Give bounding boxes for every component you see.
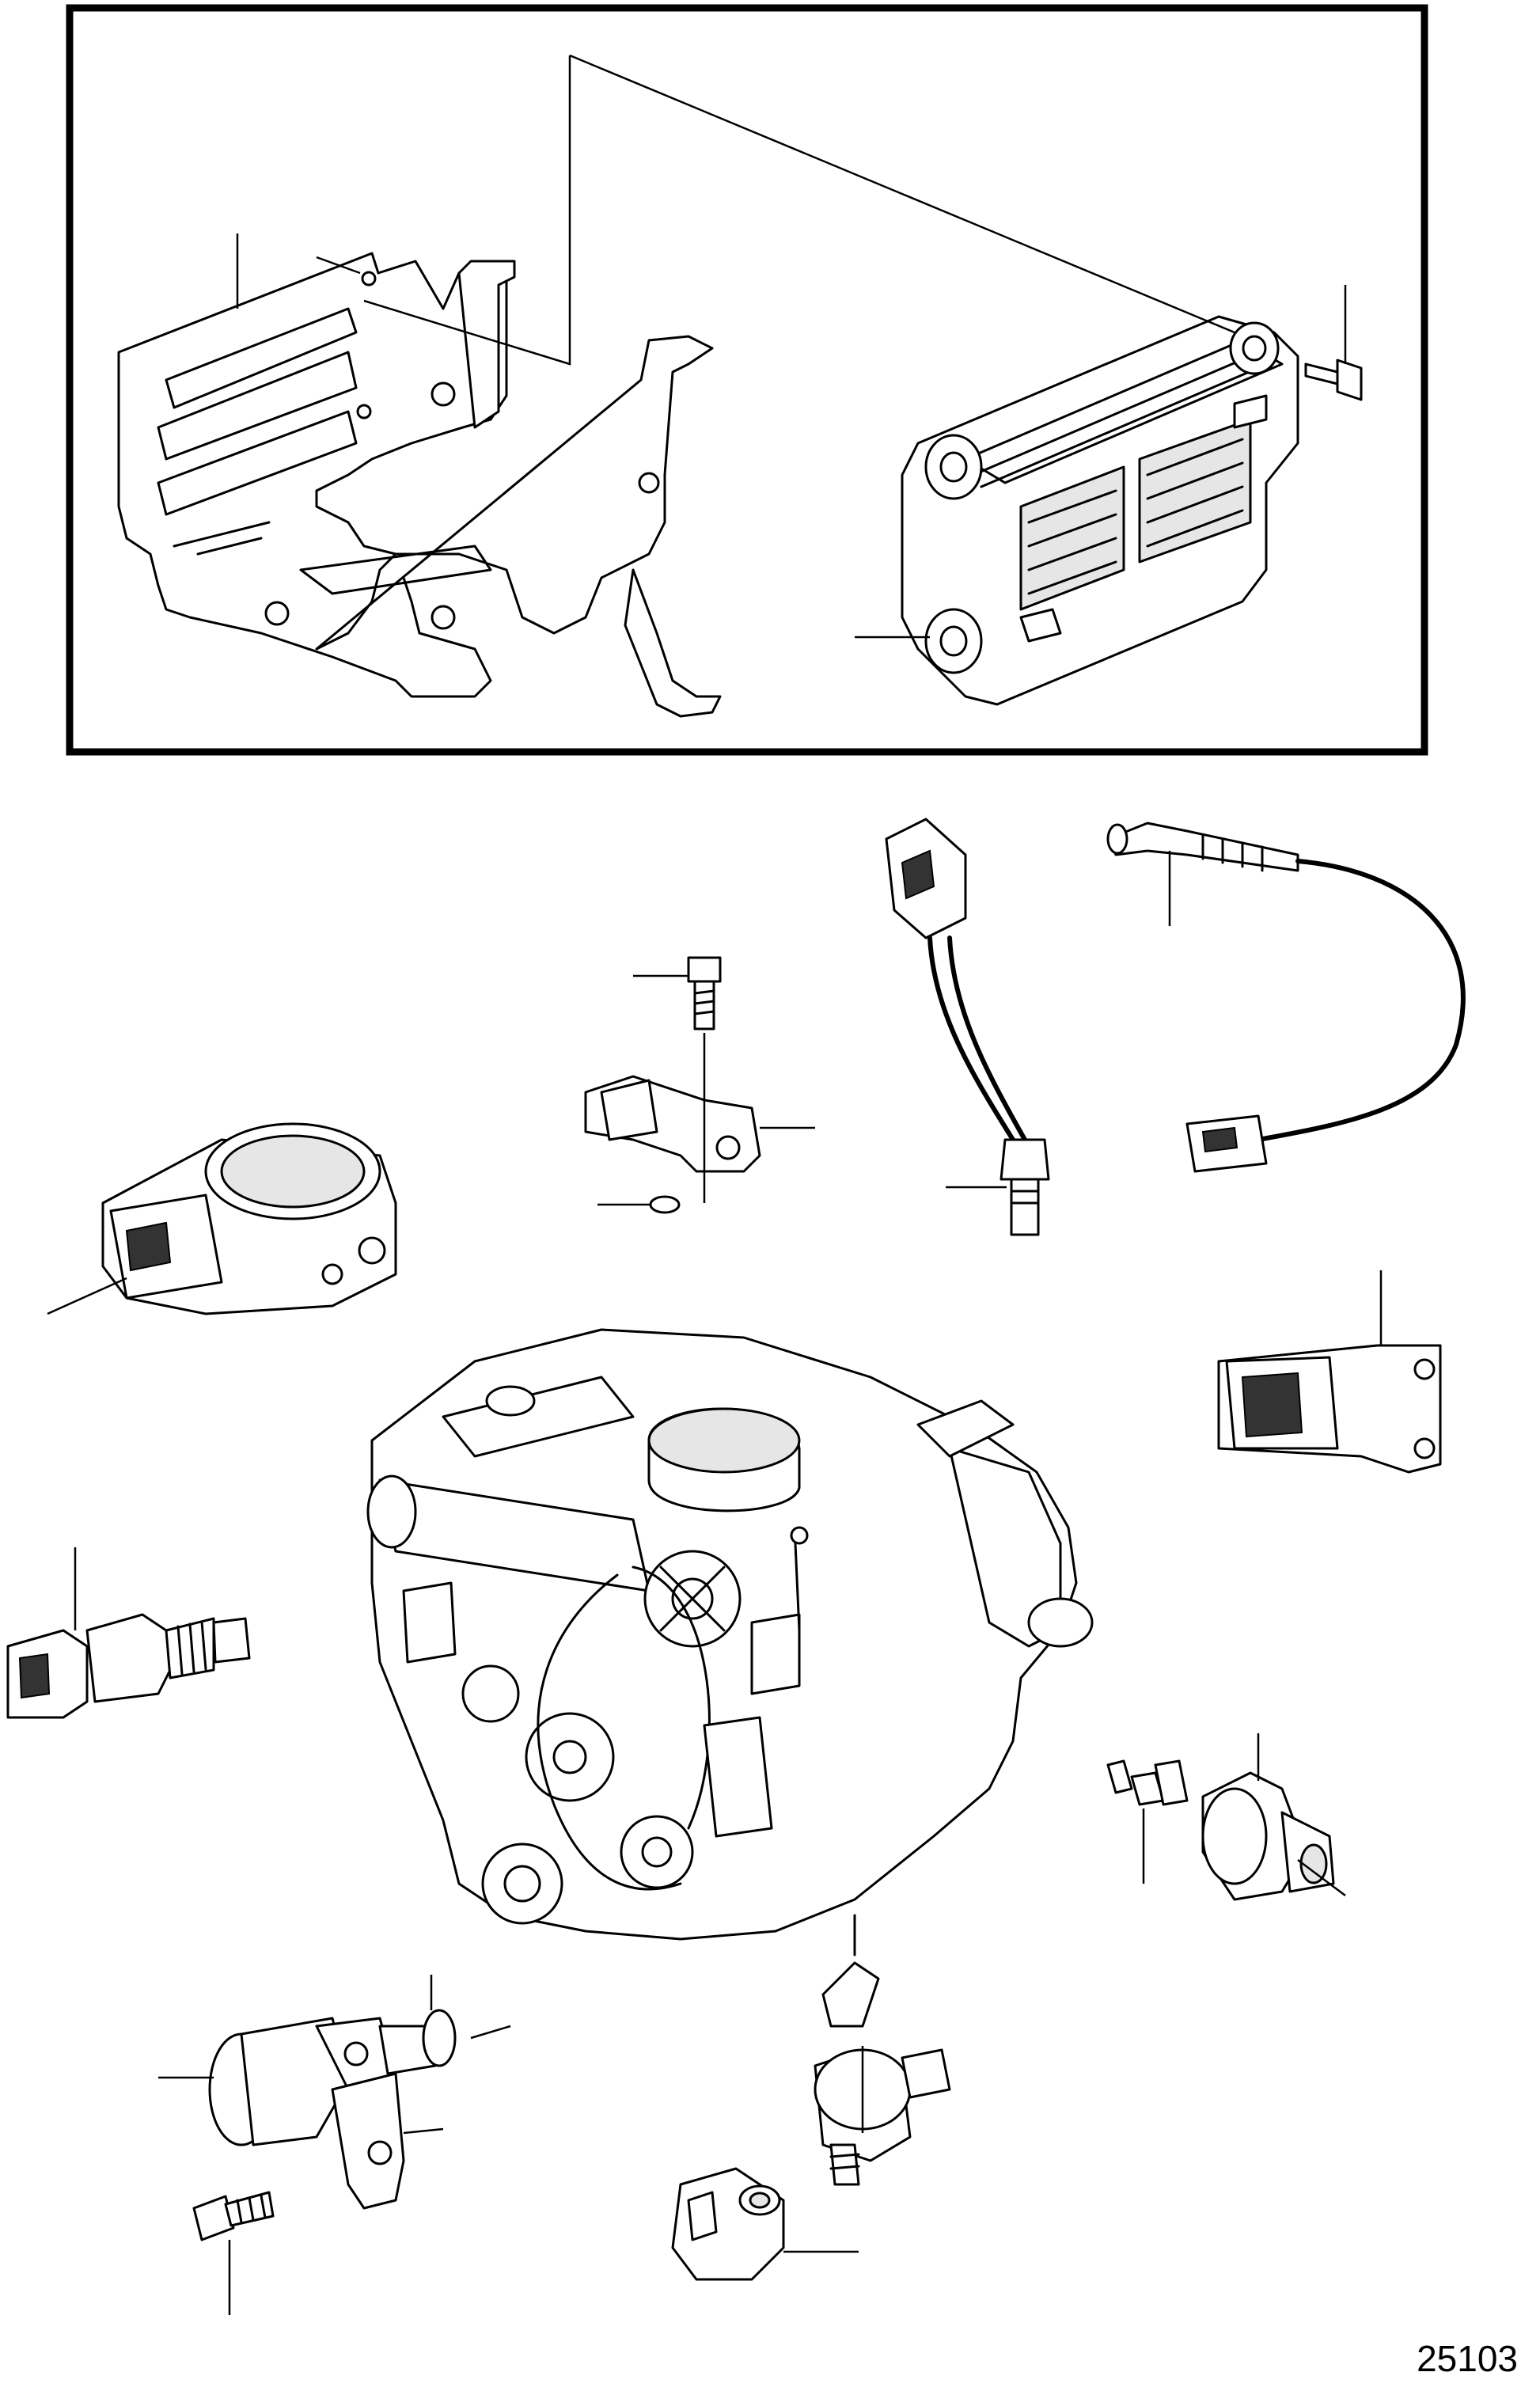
speed-sensor-o-ring	[422, 2009, 457, 2067]
ecu-leader-line	[569, 54, 1235, 334]
oxygen-sensor	[885, 818, 1050, 1236]
speed-sensor	[208, 2017, 437, 2146]
o-ring-leader-line	[470, 2025, 511, 2040]
sensor-o-ring	[649, 1195, 681, 1214]
coolant-temperature-sensor	[6, 1613, 251, 1719]
oxygen-sensor-cable	[1106, 822, 1466, 1173]
bracket-leader-line	[363, 55, 571, 366]
oil-pressure-sensor	[1201, 1771, 1335, 1901]
throttle-body-leader-line	[47, 1277, 127, 1315]
position-sensor	[584, 1075, 761, 1173]
position-sensor-bolt	[687, 956, 722, 1030]
ecu-mounting-bracket	[117, 252, 722, 718]
pressure-adapter-fitting	[1106, 1759, 1189, 1806]
sensor-elbow-fitting	[671, 2167, 785, 2281]
speed-sensor-bolt	[192, 2191, 275, 2241]
ecu-module	[901, 315, 1299, 706]
bracket-leader-line	[403, 2127, 444, 2135]
knock-sensor	[814, 2048, 951, 2186]
throttle-body	[101, 1122, 397, 1315]
figure-number: 25103	[1417, 2338, 1518, 2379]
ecu-mounting-bolt	[1304, 359, 1363, 401]
bracket-leader-line	[316, 256, 361, 275]
ecu-panel-frame	[66, 4, 1428, 756]
speed-sensor-bracket	[331, 2072, 405, 2210]
oil-pressure-leader-line	[1297, 1859, 1346, 1896]
engine-assembly	[366, 1328, 1094, 2028]
map-sensor	[1217, 1344, 1442, 1474]
